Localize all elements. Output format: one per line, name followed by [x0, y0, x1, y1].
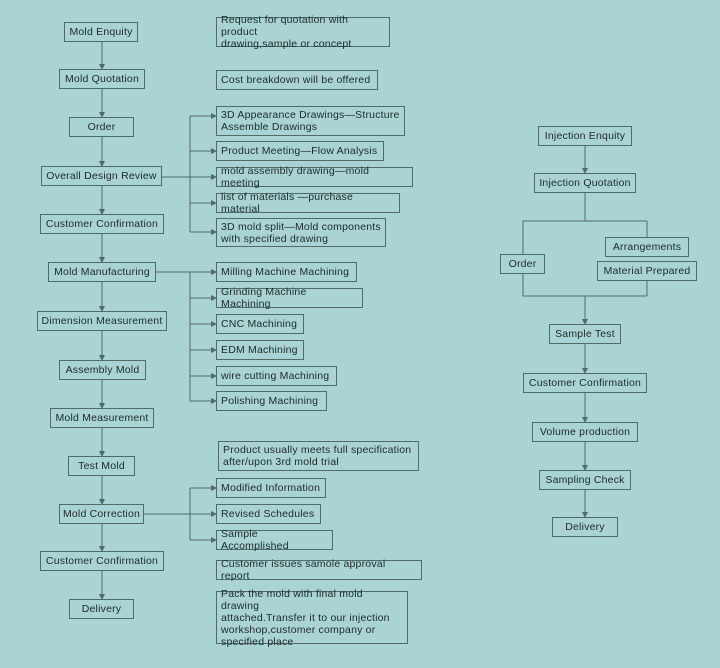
manufacturing-item: Polishing Machining [216, 391, 327, 411]
step-delivery: Delivery [69, 599, 134, 619]
step-order: Order [69, 117, 134, 137]
note-quotation: Cost breakdown will be offered [216, 70, 378, 90]
step-mold-enquiry: Mold Enquity [64, 22, 138, 42]
step-assembly-mold: Assembly Mold [59, 360, 146, 380]
inj-sample-test: Sample Test [549, 324, 621, 344]
step-overall-design-review: Overall Design Review [41, 166, 162, 186]
inj-arrangements: Arrangements [605, 237, 689, 257]
note-approval: Customer issues samole approval report [216, 558, 422, 582]
manufacturing-item: Grinding Machine Machining [216, 286, 363, 310]
design-review-item: Product Meeting—Flow Analysis [216, 141, 384, 161]
step-mold-quotation: Mold Quotation [59, 69, 145, 89]
step-mold-correction: Mold Correction [59, 504, 144, 524]
step-test-mold: Test Mold [68, 456, 135, 476]
step-mold-manufacturing: Mold Manufacturing [48, 262, 156, 282]
design-review-item: 3D mold split—Mold components with speci… [216, 218, 386, 247]
correction-item: Sample Accomplished [216, 528, 333, 552]
note-delivery: Pack the mold with final mold drawing at… [216, 588, 408, 648]
inj-order: Order [500, 254, 545, 274]
design-review-item: list of materials —purchase material [216, 191, 400, 215]
step-dimension-measurement: Dimension Measurement [37, 311, 167, 331]
inj-material-prepared: Material Prepared [597, 261, 697, 281]
manufacturing-item: CNC Machining [216, 314, 304, 334]
inj-volume-production: Volume production [532, 422, 638, 442]
manufacturing-item: Milling Machine Machining [216, 262, 357, 282]
inj-delivery: Delivery [552, 517, 618, 537]
note-trial: Product usually meets full specification… [218, 441, 419, 471]
inj-enquiry: Injection Enquity [538, 126, 632, 146]
step-customer-confirmation-2: Customer Confirmation [40, 551, 164, 571]
correction-item: Modified Information [216, 478, 326, 498]
design-review-item: mold assembly drawing—mold meeting [216, 165, 413, 189]
manufacturing-item: wire cutting Machining [216, 366, 337, 386]
manufacturing-item: EDM Machining [216, 340, 304, 360]
inj-customer-confirmation: Customer Confirmation [523, 373, 647, 393]
step-mold-measurement: Mold Measurement [50, 408, 154, 428]
step-customer-confirmation-1: Customer Confirmation [40, 214, 164, 234]
inj-sampling-check: Sampling Check [539, 470, 631, 490]
correction-item: Revised Schedules [216, 504, 321, 524]
design-review-item: 3D Appearance Drawings—Structure Assembl… [216, 106, 405, 136]
inj-quotation: Injection Quotation [534, 173, 636, 193]
note-enquiry: Request for quotation with product drawi… [216, 14, 390, 50]
